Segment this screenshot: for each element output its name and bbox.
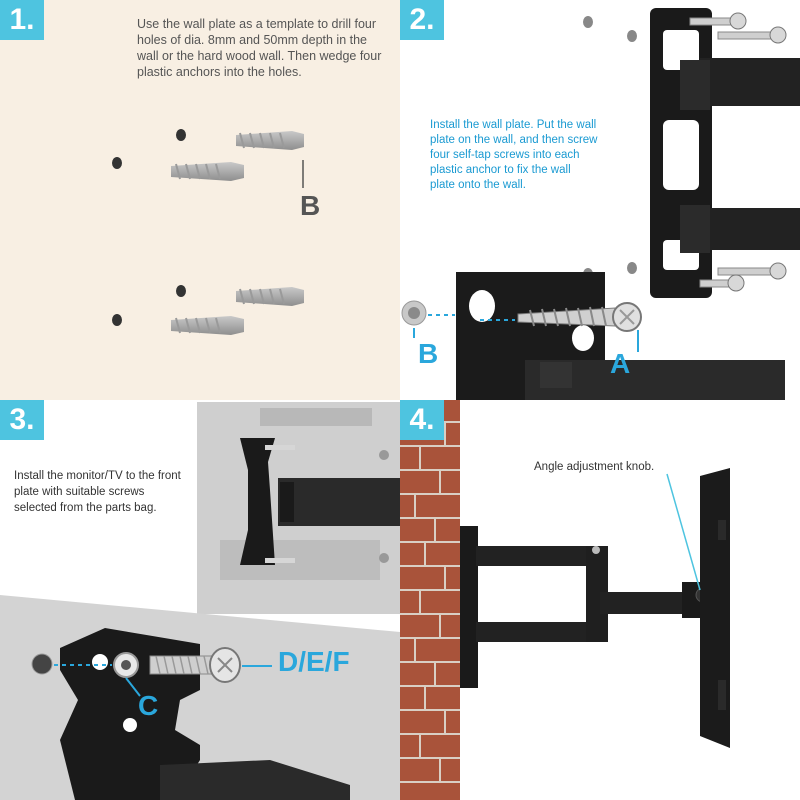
plastic-anchor: [171, 316, 244, 335]
step-3-panel: 3. Install the monitor/TV to the front p…: [0, 400, 400, 800]
step-3-number: 3.: [0, 400, 44, 440]
plastic-anchor: [627, 262, 637, 274]
step-4-panel: 4.: [400, 400, 800, 800]
wall-plate-closeup: [456, 272, 785, 400]
wall-plate: [460, 526, 478, 688]
step-2-panel: 2. Install the wall plate. Put the wall …: [400, 0, 800, 400]
wall-plate: [650, 8, 800, 298]
step-2-instructions: Install the wall plate. Put the wall pla…: [430, 119, 598, 191]
step-1-illustration: [112, 129, 304, 335]
spacer-closeup: [31, 653, 53, 675]
bolt-closeup: [149, 647, 241, 683]
brick-wall: [400, 400, 460, 800]
step-1-number: 1.: [0, 0, 44, 40]
step-3-instructions: Install the monitor/TV to the front plat…: [14, 470, 181, 514]
vesa-plate: [240, 438, 275, 565]
plastic-anchor: [171, 162, 244, 181]
callout-def-label: D/E/F: [278, 646, 350, 677]
drill-hole: [176, 285, 186, 297]
callout-b-label: B: [418, 338, 439, 369]
plastic-anchor: [627, 30, 637, 42]
callout-c-label: C: [138, 690, 159, 721]
swing-arm: [278, 478, 400, 526]
self-tap-screw-closeup: [517, 302, 642, 332]
swing-arm-lower: [476, 622, 606, 642]
self-tap-screw: [689, 12, 787, 292]
step-3-illustration: [0, 402, 400, 800]
callout-a-label: A: [610, 348, 631, 379]
plastic-anchor: [583, 16, 593, 28]
step-4-number: 4.: [400, 400, 444, 440]
drill-hole: [176, 129, 186, 141]
swing-arm-upper: [476, 546, 606, 566]
step-2-number: 2.: [400, 0, 444, 40]
plastic-anchor: [236, 131, 304, 150]
step-1-instructions: Use the wall plate as a template to dril…: [137, 17, 382, 79]
angle-knob-label: Angle adjustment knob.: [534, 461, 655, 473]
step-1-panel: 1. Use the wall plate as a template to d…: [0, 0, 400, 400]
callout-b-label: B: [300, 190, 321, 221]
step-2-illustration: [401, 8, 800, 400]
drill-hole: [112, 157, 122, 169]
step-4-illustration: [400, 400, 730, 800]
swing-arm-front: [600, 592, 695, 614]
plastic-anchor: [236, 287, 304, 306]
drill-hole: [112, 314, 122, 326]
